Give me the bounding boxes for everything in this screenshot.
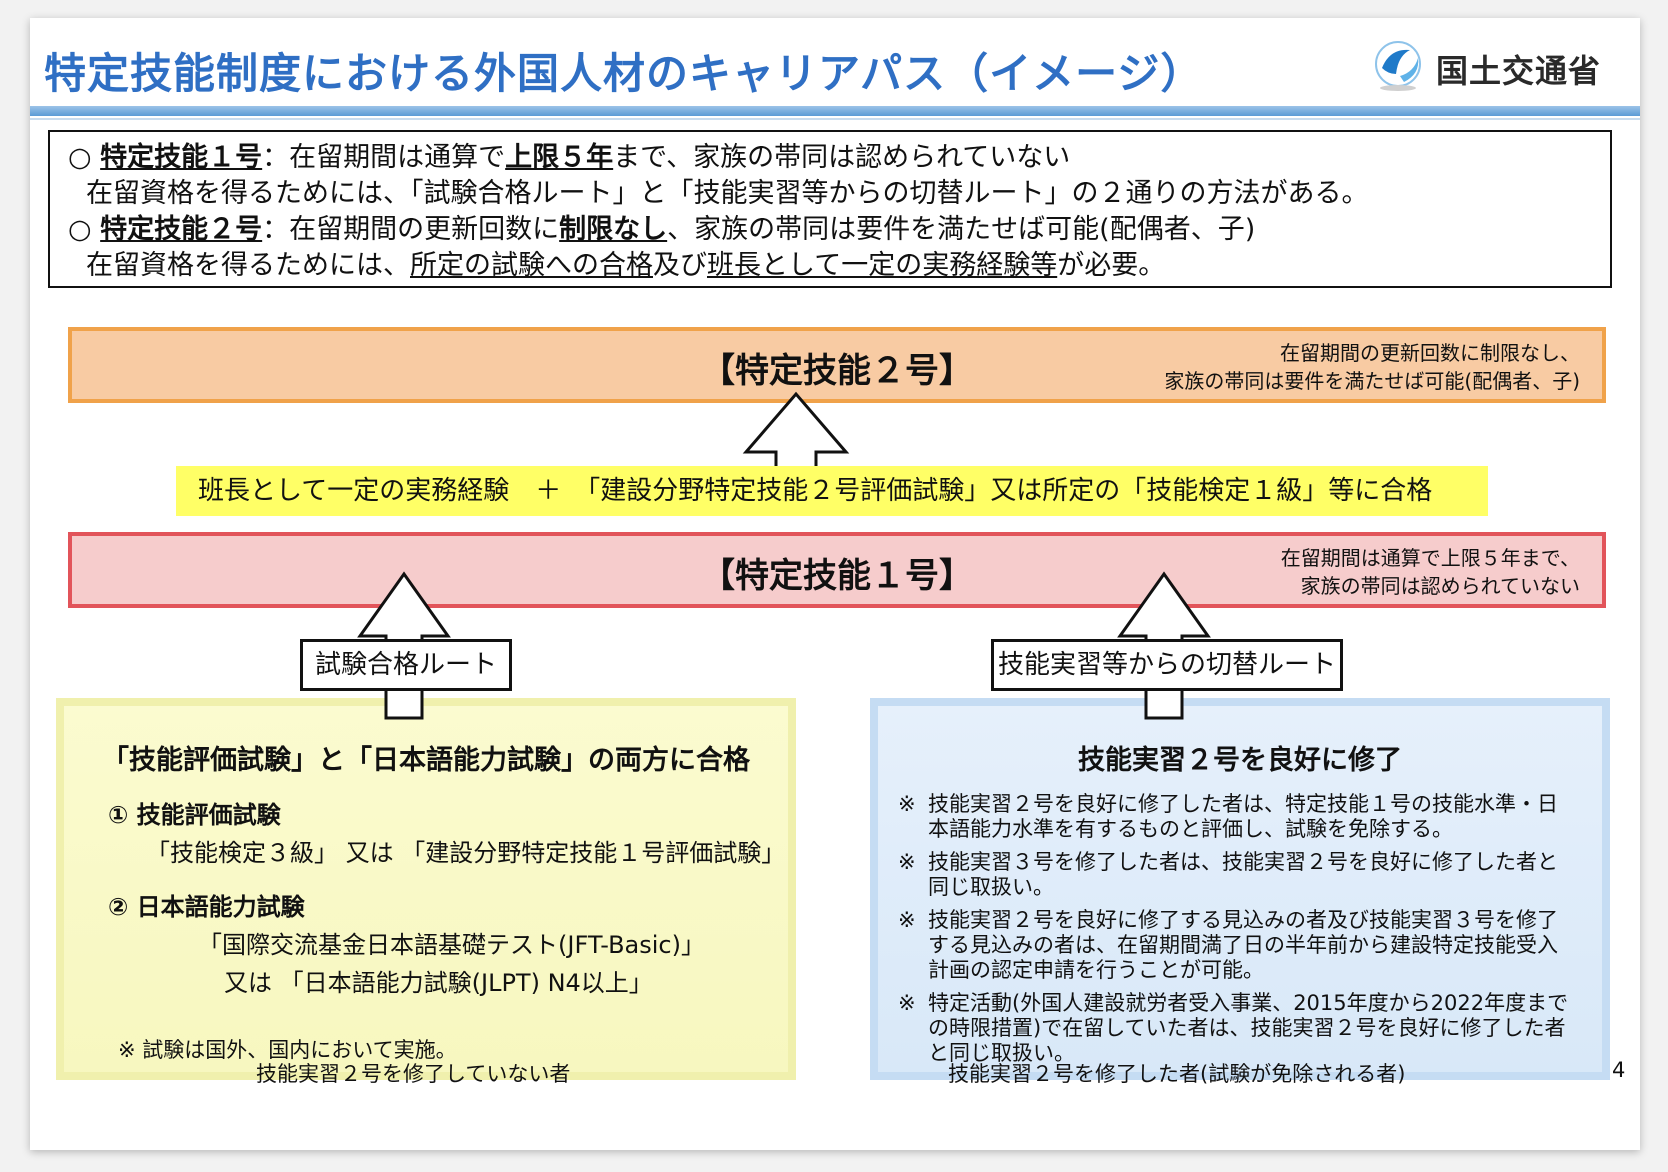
japanese-exam-detail-2: 又は 「日本語能力試験(JLPT) N4以上」 <box>224 969 653 997</box>
logo-text: 国土交通省 <box>1436 52 1602 90</box>
summary-box: ○ 特定技能１号：在留期間は通算で上限５年まで、家族の帯同は認められていない 在… <box>48 130 1612 288</box>
switch-note-2: ※技能実習３号を修了した者は、技能実習２号を良好に修了した者と同じ取扱い。 <box>898 850 1558 899</box>
tier2-box: 【特定技能２号】 在留期間の更新回数に制限なし、 家族の帯同は要件を満たせば可能… <box>68 327 1606 403</box>
exam-route-details: ① 技能評価試験 「技能検定３級」 又は 「建設分野特定技能１号評価試験」 ② … <box>108 796 785 1002</box>
exam-route-heading: 「技能評価試験」と「日本語能力試験」の両方に合格 <box>102 745 750 776</box>
tier1-note: 在留期間は通算で上限５年まで、 家族の帯同は認められていない <box>1280 546 1580 598</box>
page-title: 特定技能制度における外国人材のキャリアパス（イメージ） <box>44 49 1204 98</box>
tier2-label: 特定技能２号 <box>100 214 263 245</box>
tier1-limit: 上限５年 <box>505 142 614 173</box>
tier1-label: 特定技能１号 <box>100 142 263 173</box>
switch-route-heading: 技能実習２号を良好に修了 <box>1078 745 1402 776</box>
switch-route-notes: ※技能実習２号を良好に修了した者は、特定技能１号の技能水準・日本語能力水準を有す… <box>898 792 1578 1074</box>
page-number: 4 <box>1612 1058 1626 1082</box>
switch-route-panel: 技能実習２号を良好に修了 ※技能実習２号を良好に修了した者は、特定技能１号の技能… <box>870 698 1610 1080</box>
tier2-note: 在留期間の更新回数に制限なし、 家族の帯同は要件を満たせば可能(配偶者、子) <box>1164 341 1580 393</box>
arrows-layer <box>357 391 1211 720</box>
tier2-requirement: 班長として一定の実務経験 ＋ 「建設分野特定技能２号評価試験」又は所定の「技能検… <box>176 466 1488 516</box>
exam-route-caption: 技能実習２号を修了していない者 <box>256 1062 571 1086</box>
title-underline <box>30 106 1640 116</box>
exam-route-label: 試験合格ルート <box>300 639 512 691</box>
tier1-title: 【特定技能１号】 <box>701 556 973 596</box>
mlit-emblem-icon <box>1375 41 1421 91</box>
slide: 特定技能制度における外国人材のキャリアパス（イメージ） 国土交通省 ○ 特定技能… <box>30 18 1640 1150</box>
exam-route-panel: 「技能評価試験」と「日本語能力試験」の両方に合格 ① 技能評価試験 「技能検定３… <box>56 698 796 1080</box>
japanese-exam-title: ② 日本語能力試験 <box>108 893 305 921</box>
tier2-title: 【特定技能２号】 <box>701 351 973 391</box>
switch-note-4: ※特定活動(外国人建設就労者受入事業、2015年度から2022年度までの時限措置… <box>898 991 1569 1065</box>
japanese-exam-detail-1: 「国際交流基金日本語基礎テスト(JFT-Basic)」 <box>198 931 705 959</box>
skill-exam-detail: 「技能検定３級」 又は 「建設分野特定技能１号評価試験」 <box>146 839 786 867</box>
switch-route-label: 技能実習等からの切替ルート <box>991 639 1343 691</box>
skill-exam-title: ① 技能評価試験 <box>108 801 281 829</box>
summary-line-3: ○ 特定技能２号：在留期間の更新回数に制限なし、家族の帯同は要件を満たせば可能(… <box>68 214 1256 245</box>
tier2-limit: 制限なし <box>559 214 668 245</box>
summary-line-1: ○ 特定技能１号：在留期間は通算で上限５年まで、家族の帯同は認められていない <box>68 142 1071 173</box>
summary-line-4: 在留資格を得るためには、所定の試験への合格及び班長として一定の実務経験等が必要。 <box>86 250 1166 281</box>
exam-route-note: ※ 試験は国外、国内において実施。 <box>118 1038 457 1062</box>
ministry-logo: 国土交通省 <box>1370 34 1630 94</box>
switch-note-3: ※技能実習２号を良好に修了する見込みの者及び技能実習３号を修了する見込みの者は、… <box>898 908 1558 982</box>
title-underline-thin <box>30 118 1640 120</box>
switch-note-1: ※技能実習２号を良好に修了した者は、特定技能１号の技能水準・日本語能力水準を有す… <box>898 792 1558 841</box>
summary-line-2: 在留資格を得るためには、「試験合格ルート」と「技能実習等からの切替ルート」の２通… <box>86 178 1369 209</box>
switch-route-caption: 技能実習２号を修了した者(試験が免除される者) <box>948 1062 1406 1086</box>
tier1-box: 【特定技能１号】 在留期間は通算で上限５年まで、 家族の帯同は認められていない <box>68 532 1606 608</box>
